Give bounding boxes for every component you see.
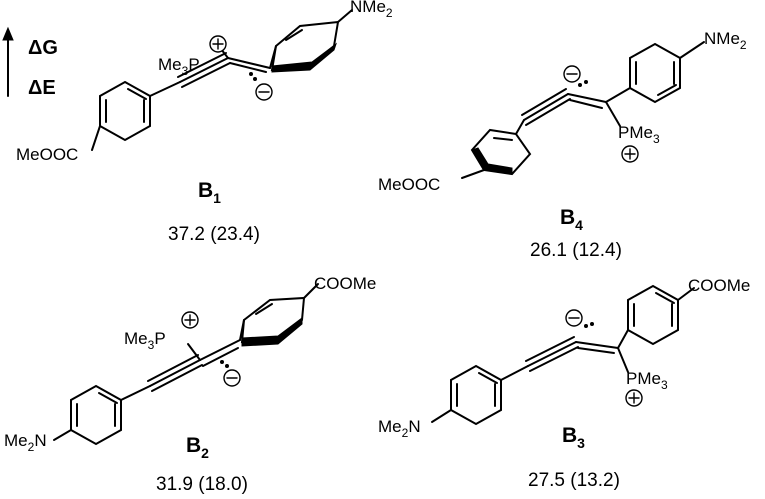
legend-delta-e: ΔE xyxy=(28,77,56,99)
b3-alkyne-2 xyxy=(525,336,575,362)
b2-ring-wedge xyxy=(241,317,303,347)
b3-ester-label: COOMe xyxy=(688,276,750,295)
b1-alkyne-1 xyxy=(179,57,229,83)
b4-alkyne-2 xyxy=(521,88,567,116)
b1-alkyne-3 xyxy=(181,62,231,88)
b1-bond-amine xyxy=(337,9,353,23)
b1-ester-label: MeOOC xyxy=(16,145,78,164)
b2-bond-ester xyxy=(303,283,319,299)
b3-phos-label: PMe3 xyxy=(626,369,668,392)
b1-alkyne-2 xyxy=(177,52,227,78)
b4-alkyne-1 xyxy=(523,93,569,121)
b2-amine-label: Me2N xyxy=(4,431,47,454)
b3-bond-amine xyxy=(431,409,452,423)
b2-alkyne-3 xyxy=(151,364,203,392)
b3-lone-pair-1 xyxy=(584,324,588,328)
energy-legend: ΔG ΔE xyxy=(2,26,58,99)
b1-ester-ring xyxy=(99,80,151,142)
b1-lone-pair-2 xyxy=(253,77,257,81)
b1-lone-pair-1 xyxy=(249,72,253,76)
b3-alkyne-1 xyxy=(527,341,577,367)
b2-bond-cp xyxy=(187,343,201,361)
b2-lone-pair-1 xyxy=(220,360,224,364)
b4-amine-ring xyxy=(629,42,681,104)
b3-energy: 27.5 (13.2) xyxy=(528,470,620,491)
structure-b3: Me2N PMe3 COOMe B3 27.5 (13.2) xyxy=(378,276,750,491)
b3-amine-ring xyxy=(450,364,502,426)
legend-delta-g: ΔG xyxy=(28,37,58,59)
b4-bond-amine xyxy=(679,41,705,59)
b3-compound-id: B3 xyxy=(562,424,585,451)
b2-ring-inner-3 xyxy=(98,392,118,404)
b4-phos-label: PMe3 xyxy=(618,123,660,146)
b1-double-2 xyxy=(229,62,267,73)
b3-ester-ring xyxy=(627,284,679,346)
b1-phos-label: Me3P xyxy=(158,55,200,78)
b4-ring-inner-3 xyxy=(657,84,677,96)
b1-ring-inner-3 xyxy=(127,88,147,100)
b4-bond-ring2 xyxy=(515,119,525,135)
b2-ring-inner-a xyxy=(255,303,273,315)
b1-bond-ester xyxy=(91,125,101,151)
b2-ester-ring xyxy=(240,296,306,344)
b3-double-1 xyxy=(575,341,619,349)
b2-bond-amine xyxy=(53,429,72,441)
b4-double-1 xyxy=(567,93,607,103)
b4-lone-pair-1 xyxy=(578,83,582,87)
b2-lone-pair-2 xyxy=(225,364,229,368)
b3-alkyne-3 xyxy=(529,346,579,372)
b2-amine-ring xyxy=(70,384,122,446)
b3-double-2 xyxy=(577,347,615,354)
b2-compound-id: B2 xyxy=(186,434,209,461)
b2-ester-label: COOMe xyxy=(314,274,376,293)
b2-double-2 xyxy=(202,347,239,367)
energy-arrow-head xyxy=(2,26,14,41)
b1-bond-ring-alkyne xyxy=(149,81,181,97)
b4-bond-ring-vinyl xyxy=(605,87,631,103)
b2-alkyne-2 xyxy=(147,354,199,382)
b1-compound-id: B1 xyxy=(198,179,221,206)
b4-alkyne-3 xyxy=(525,98,571,126)
b3-amine-label: Me2N xyxy=(378,417,421,440)
b4-bond-ester xyxy=(461,169,485,179)
b2-double-1 xyxy=(199,339,241,361)
structure-b2: Me2N Me3P COOMe B2 31.9 (18.0) xyxy=(4,274,376,495)
structure-b4: NMe2 PMe3 MeOOC B4 26.1 (12.4) xyxy=(378,29,747,261)
b3-bond-ring-alkyne xyxy=(500,365,529,381)
b4-bond-cp xyxy=(605,101,621,127)
b4-compound-id: B4 xyxy=(560,206,583,233)
b3-bond-ring2 xyxy=(617,329,629,349)
b3-ring-inner-3 xyxy=(478,372,498,384)
b4-amine-label: NMe2 xyxy=(704,29,747,52)
b4-ester-label: MeOOC xyxy=(378,175,440,194)
structure-b1: MeOOC Me3P NMe2 B1 37.2 (23.4) xyxy=(16,0,393,245)
b1-energy: 37.2 (23.4) xyxy=(168,224,260,245)
b2-energy: 31.9 (18.0) xyxy=(156,474,248,495)
b4-lone-pair-2 xyxy=(584,80,588,84)
b1-amine-label: NMe2 xyxy=(350,0,393,20)
b1-ring-wedge xyxy=(271,42,337,73)
b4-energy: 26.1 (12.4) xyxy=(530,240,622,261)
b2-bond-ring-alkyne xyxy=(120,385,151,401)
b1-double-1 xyxy=(227,57,271,69)
b4-double-2 xyxy=(569,99,603,109)
b3-bond-ester xyxy=(677,287,695,301)
b3-ring-inner-3b xyxy=(655,292,675,304)
b1-ring-inner-a xyxy=(285,29,303,41)
b4-ring-inner-a xyxy=(493,137,513,141)
b3-lone-pair-2 xyxy=(590,322,594,326)
b2-phos-label: Me3P xyxy=(124,329,166,352)
b3-bond-cp xyxy=(617,347,629,373)
b2-alkyne-1 xyxy=(149,359,201,387)
